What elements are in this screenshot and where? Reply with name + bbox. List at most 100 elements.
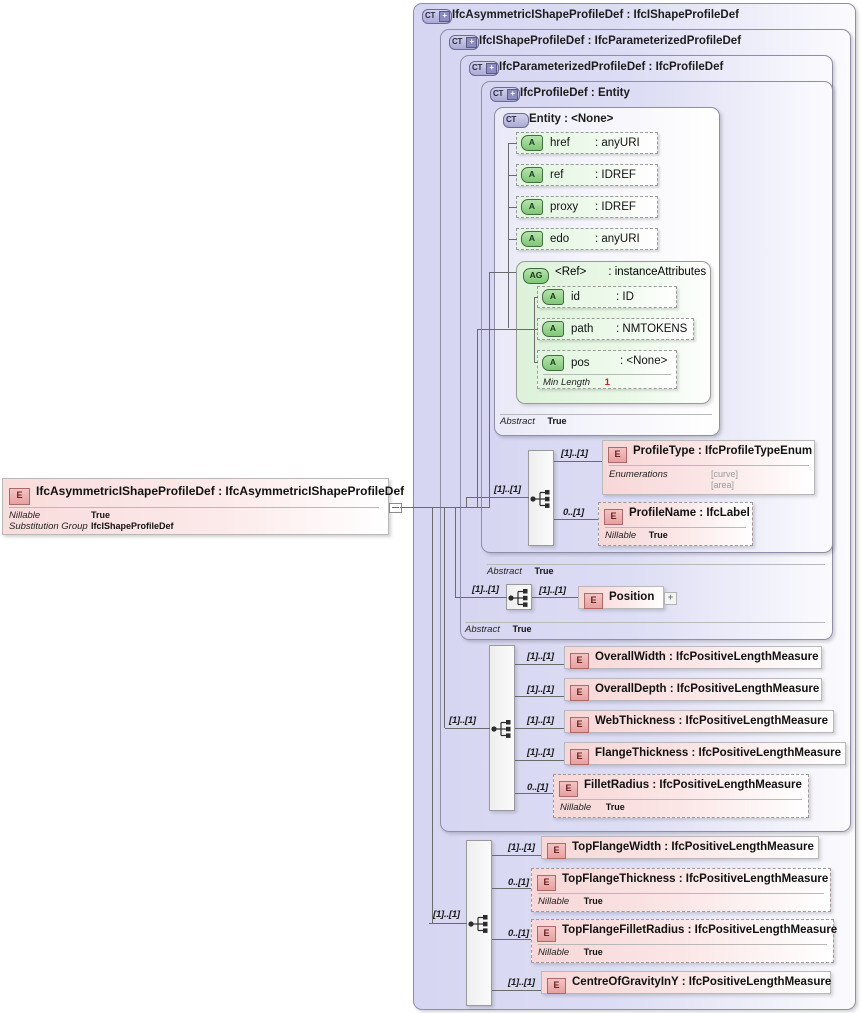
sequence-compositor-parameterized[interactable] xyxy=(506,584,532,610)
attribute-type: : anyURI xyxy=(595,233,640,245)
complextype-plus-icon[interactable]: CT+ xyxy=(449,35,479,50)
prop-key: Abstract xyxy=(500,416,535,427)
expand-root-stub[interactable] xyxy=(389,503,402,513)
attribute-type: : <None> xyxy=(620,355,668,367)
trunk-connector xyxy=(489,272,509,273)
attribute-id[interactable]: A id : ID xyxy=(537,286,677,308)
root-prop-substitutiongroup-value: IfcIShapeProfileDef xyxy=(91,521,174,532)
cardinality: [1]..[1] xyxy=(508,842,535,853)
element-prop-nillable: Nillable True xyxy=(538,896,603,907)
container-label: IfcIShapeProfileDef : IfcParameterizedPr… xyxy=(479,35,742,47)
attribute-pos[interactable]: A pos : <None> Min Length 1 xyxy=(537,350,677,389)
prop-key: Min Length xyxy=(543,377,591,388)
root-prop-nillable: Nillable xyxy=(9,510,40,521)
connector xyxy=(508,239,517,240)
element-prop-nillable: Nillable True xyxy=(605,530,668,541)
element-icon: E xyxy=(9,488,30,505)
attribute-icon: A xyxy=(542,321,564,337)
attributegroup-icon[interactable]: AG xyxy=(523,268,549,284)
connector xyxy=(515,664,565,665)
trunk-connector xyxy=(432,923,433,924)
container-header: CT+IfcProfileDef : Entity xyxy=(490,87,630,102)
attribute-href[interactable]: A href : anyURI xyxy=(516,132,658,154)
prop-key: Enumerations xyxy=(609,469,668,480)
attribute-ref[interactable]: A ref : IDREF xyxy=(516,164,658,186)
connector xyxy=(492,888,531,889)
attribute-prop-minlength: Min Length 1 xyxy=(543,377,610,388)
connector xyxy=(532,597,579,598)
element-prop-nillable: Nillable True xyxy=(560,802,625,813)
container-label: IfcParameterizedProfileDef : IfcProfileD… xyxy=(499,61,724,73)
attributegroup-name: <Ref> xyxy=(555,266,587,278)
attribute-proxy[interactable]: A proxy : IDREF xyxy=(516,196,658,218)
sequence-compositor-ishape[interactable] xyxy=(489,645,515,811)
attribute-icon: A xyxy=(521,167,543,183)
prop-key: Nillable xyxy=(538,947,570,958)
attribute-type: : NMTOKENS xyxy=(616,323,688,335)
complextype-icon[interactable]: CT xyxy=(503,113,529,128)
element-prop-enumerations: Enumerations xyxy=(609,469,668,480)
container-label: Entity : <None> xyxy=(529,113,614,125)
cardinality: 0..[1] xyxy=(508,928,529,939)
trunk-connector xyxy=(477,329,478,507)
cardinality: [1]..[1] xyxy=(527,747,554,758)
sequence-compositor-profiledef[interactable] xyxy=(528,450,554,546)
prop-value: True xyxy=(547,416,567,426)
element-icon: E xyxy=(604,509,623,525)
connector xyxy=(515,760,565,761)
prop-value: True xyxy=(583,896,603,906)
trunk-connector xyxy=(444,507,445,728)
connector xyxy=(534,329,538,330)
cardinality: [1]..[1] xyxy=(527,684,554,695)
trunk-connector xyxy=(400,507,433,508)
cardinality: 0..[1] xyxy=(527,782,548,793)
attribute-name: proxy xyxy=(550,201,579,213)
divider xyxy=(609,465,809,466)
container-label: IfcAsymmetricIShapeProfileDef : IfcIShap… xyxy=(452,9,739,21)
complextype-plus-icon[interactable]: CT+ xyxy=(469,61,499,76)
connector xyxy=(515,696,565,697)
trunk-connector xyxy=(466,497,467,507)
divider xyxy=(500,414,712,415)
trunk-connector xyxy=(489,272,490,507)
connector xyxy=(508,207,517,208)
complextype-plus-icon[interactable]: CT+ xyxy=(490,87,520,102)
attribute-type: : IDREF xyxy=(595,201,636,213)
attribute-icon: A xyxy=(542,355,564,371)
root-prop-nillable-value: True xyxy=(91,510,110,521)
sequence-icon xyxy=(491,720,511,738)
sequence-icon xyxy=(508,589,528,607)
attribute-name: id xyxy=(571,291,580,303)
expand-position-button[interactable]: + xyxy=(664,592,677,605)
attribute-path[interactable]: A path : NMTOKENS xyxy=(537,318,694,340)
enum-value: [area] xyxy=(711,480,735,490)
container-label: IfcProfileDef : Entity xyxy=(520,87,630,99)
container-header: CT+IfcIShapeProfileDef : IfcParameterize… xyxy=(449,35,741,50)
prop-value: True xyxy=(512,624,532,634)
element-icon: E xyxy=(547,978,566,994)
connector xyxy=(492,939,531,940)
sequence-compositor-asymmetric[interactable] xyxy=(466,840,492,1006)
attribute-edo[interactable]: A edo : anyURI xyxy=(516,228,658,250)
attribute-icon: A xyxy=(521,231,543,247)
element-icon: E xyxy=(537,926,556,942)
complextype-plus-icon[interactable]: CT+ xyxy=(422,9,452,24)
